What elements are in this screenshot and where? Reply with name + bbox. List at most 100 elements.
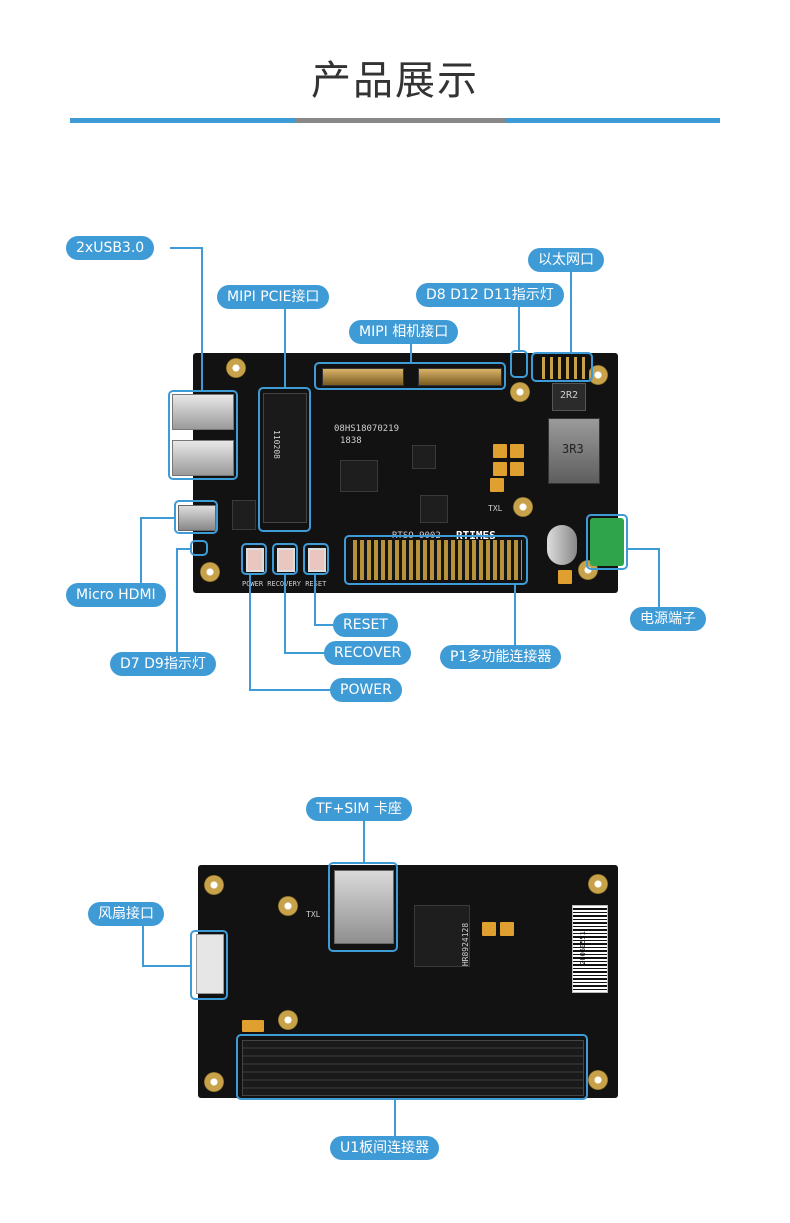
usb-port-2 (172, 440, 234, 476)
label-leds-d7: D7 D9指示灯 (110, 652, 216, 676)
power-button (246, 548, 264, 572)
memory-chip-label: HR8924128 (461, 922, 471, 967)
u1-connector (242, 1040, 584, 1096)
leader-line (514, 583, 516, 645)
label-usb: 2xUSB3.0 (66, 236, 155, 260)
mount-hole (588, 874, 608, 894)
mount-hole (510, 382, 530, 402)
title-rule-middle (295, 118, 505, 123)
title-rule-right (505, 118, 720, 123)
tantalum-capacitor (482, 922, 496, 936)
leader-line (410, 343, 412, 364)
tantalum-capacitor (500, 922, 514, 936)
mount-hole (226, 358, 246, 378)
camera-connector-1 (322, 368, 404, 386)
label-power-terminal: 电源端子 (630, 607, 706, 631)
tantalum-capacitor (242, 1020, 264, 1032)
txl-mark-bottom: TXL (306, 910, 321, 919)
power-inductor (548, 418, 600, 484)
memory-chip (414, 905, 470, 967)
highlight-p1 (344, 535, 528, 585)
tf-sim-slot (334, 870, 394, 944)
label-micro-hdmi: Micro HDMI (66, 583, 166, 607)
leader-line (176, 548, 192, 550)
leader-line (140, 517, 176, 519)
label-mipi-pcie: MIPI PCIE接口 (217, 285, 330, 309)
highlight-camera (314, 362, 506, 390)
mount-hole (278, 896, 298, 916)
chip (412, 445, 436, 469)
micro-hdmi-port (178, 505, 216, 531)
tantalum-capacitor (493, 444, 507, 458)
chip (340, 460, 378, 492)
p1-header (350, 540, 522, 580)
recovery-button (277, 548, 295, 572)
leader-line (142, 965, 192, 967)
txl-mark: TXL (488, 504, 503, 513)
leader-line (284, 307, 286, 389)
ethernet-header (537, 357, 589, 379)
leader-line (394, 1100, 396, 1136)
tantalum-capacitor (493, 462, 507, 476)
leader-line (249, 689, 335, 691)
highlight-leds-d7 (190, 540, 208, 556)
highlight-u1 (236, 1034, 588, 1100)
usb-port-1 (172, 394, 234, 430)
mount-hole (588, 365, 608, 385)
highlight-recovery-btn (272, 543, 298, 575)
highlight-pcie (258, 387, 311, 532)
highlight-hdmi (174, 500, 218, 534)
leader-line (284, 652, 326, 654)
highlight-fan (190, 930, 228, 1000)
tantalum-capacitor (510, 462, 524, 476)
leader-line (284, 573, 286, 653)
label-ethernet: 以太网口 (528, 248, 604, 272)
highlight-reset-btn (303, 543, 329, 575)
board-code: 1838 (340, 436, 362, 446)
leader-line (176, 548, 178, 652)
mount-hole (200, 562, 220, 582)
pcie-slot (263, 393, 307, 523)
mount-hole (278, 1010, 298, 1030)
inductor-label: 2R2 (560, 390, 579, 401)
label-u1: U1板间连接器 (330, 1136, 440, 1160)
leader-line (201, 247, 203, 392)
label-fan: 风扇接口 (88, 902, 164, 926)
label-reset: RESET (333, 613, 398, 637)
board-serial: 08HS18070219 (334, 424, 400, 434)
label-recover: RECOVER (324, 641, 412, 665)
tantalum-capacitor (558, 570, 572, 584)
leader-line (363, 820, 365, 864)
fan-connector (196, 934, 224, 994)
mount-hole (588, 1070, 608, 1090)
label-power: POWER (330, 678, 402, 702)
leader-line (140, 517, 142, 583)
leader-line (518, 304, 520, 352)
highlight-power-terminal (586, 514, 628, 570)
mount-hole (513, 497, 533, 517)
highlight-power-btn (241, 543, 267, 575)
leader-line (249, 573, 251, 690)
barcode-sticker (572, 905, 608, 993)
power-terminal (590, 518, 624, 566)
camera-connector-2 (418, 368, 502, 386)
electrolytic-capacitor (547, 525, 577, 565)
label-tf-sim: TF+SIM 卡座 (306, 797, 412, 821)
title-rule-left (70, 118, 295, 123)
leader-line (314, 573, 316, 625)
chip (420, 495, 448, 523)
leader-line (626, 548, 660, 550)
barcode-code: 20060551 (578, 931, 587, 965)
leader-line (314, 624, 336, 626)
leader-line (570, 269, 572, 354)
highlight-tf-sim (328, 862, 398, 952)
mount-hole (204, 875, 224, 895)
page-title: 产品展示 (311, 58, 479, 104)
highlight-usb (168, 390, 238, 480)
highlight-leds-d8 (510, 350, 528, 378)
inductor-2r2 (552, 383, 586, 411)
reset-button (308, 548, 326, 572)
leader-line (658, 548, 660, 608)
tantalum-capacitor (510, 444, 524, 458)
mount-hole (204, 1072, 224, 1092)
